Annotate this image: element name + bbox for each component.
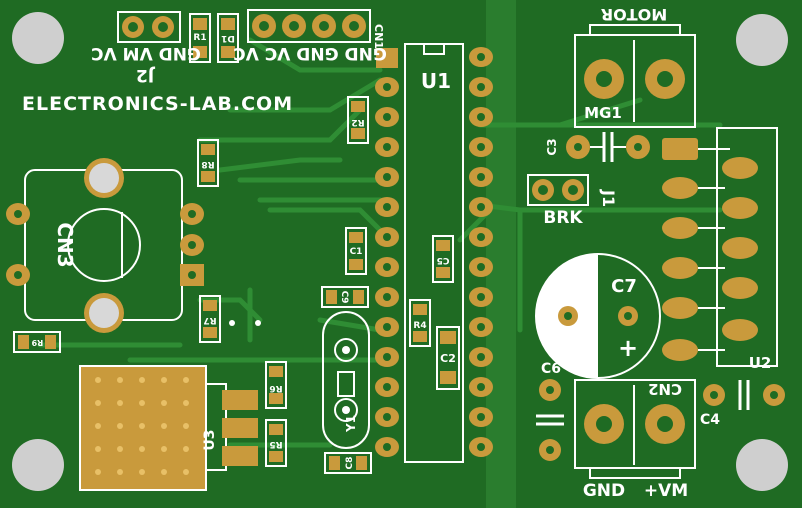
motor-label: MOTOR <box>601 5 667 24</box>
j2-pin-labels: GND VM VC <box>91 43 201 63</box>
c6-label: C6 <box>541 361 561 377</box>
c3-label: C3 <box>545 138 559 155</box>
cn2-label: CN2 <box>648 380 682 398</box>
u1-label: U1 <box>421 69 451 93</box>
c1-label: C1 <box>350 247 363 257</box>
r8-label: R8 <box>201 159 214 169</box>
c9-label: C9 <box>339 291 349 304</box>
c2-label: C2 <box>440 352 456 365</box>
brk-label: BRK <box>543 208 583 228</box>
c7-plus-label: + <box>618 334 638 362</box>
c4-label: C4 <box>700 412 720 428</box>
j1-label: J1 <box>599 189 618 207</box>
r7-label: R7 <box>203 315 216 325</box>
cn3-label: CN3 <box>53 222 77 267</box>
r6-label: R6 <box>269 383 282 393</box>
r5-label: R5 <box>269 439 282 449</box>
d1-label: D1 <box>221 33 235 43</box>
gnd-label: GND <box>583 481 625 501</box>
y1-label: Y1 <box>344 415 358 433</box>
c7-label: C7 <box>611 276 637 297</box>
mg1-label: MG1 <box>584 104 622 122</box>
c8-label: C8 <box>345 457 355 470</box>
vm-label: +VM <box>644 481 688 501</box>
j2-label: J2 <box>136 65 155 85</box>
r4-label: R4 <box>413 321 426 331</box>
r9-label: R9 <box>31 338 43 347</box>
c5-label: C5 <box>437 255 450 265</box>
cn1-label: CN1 <box>372 24 385 49</box>
site-label: ELECTRONICS-LAB.COM <box>22 93 293 115</box>
r2-label: R2 <box>351 117 364 127</box>
u3-label: U3 <box>202 429 218 450</box>
u2-label: U2 <box>749 354 772 372</box>
cn1-pin-labels: GND GND VC VC <box>233 43 387 63</box>
r1-label: R1 <box>193 33 206 43</box>
